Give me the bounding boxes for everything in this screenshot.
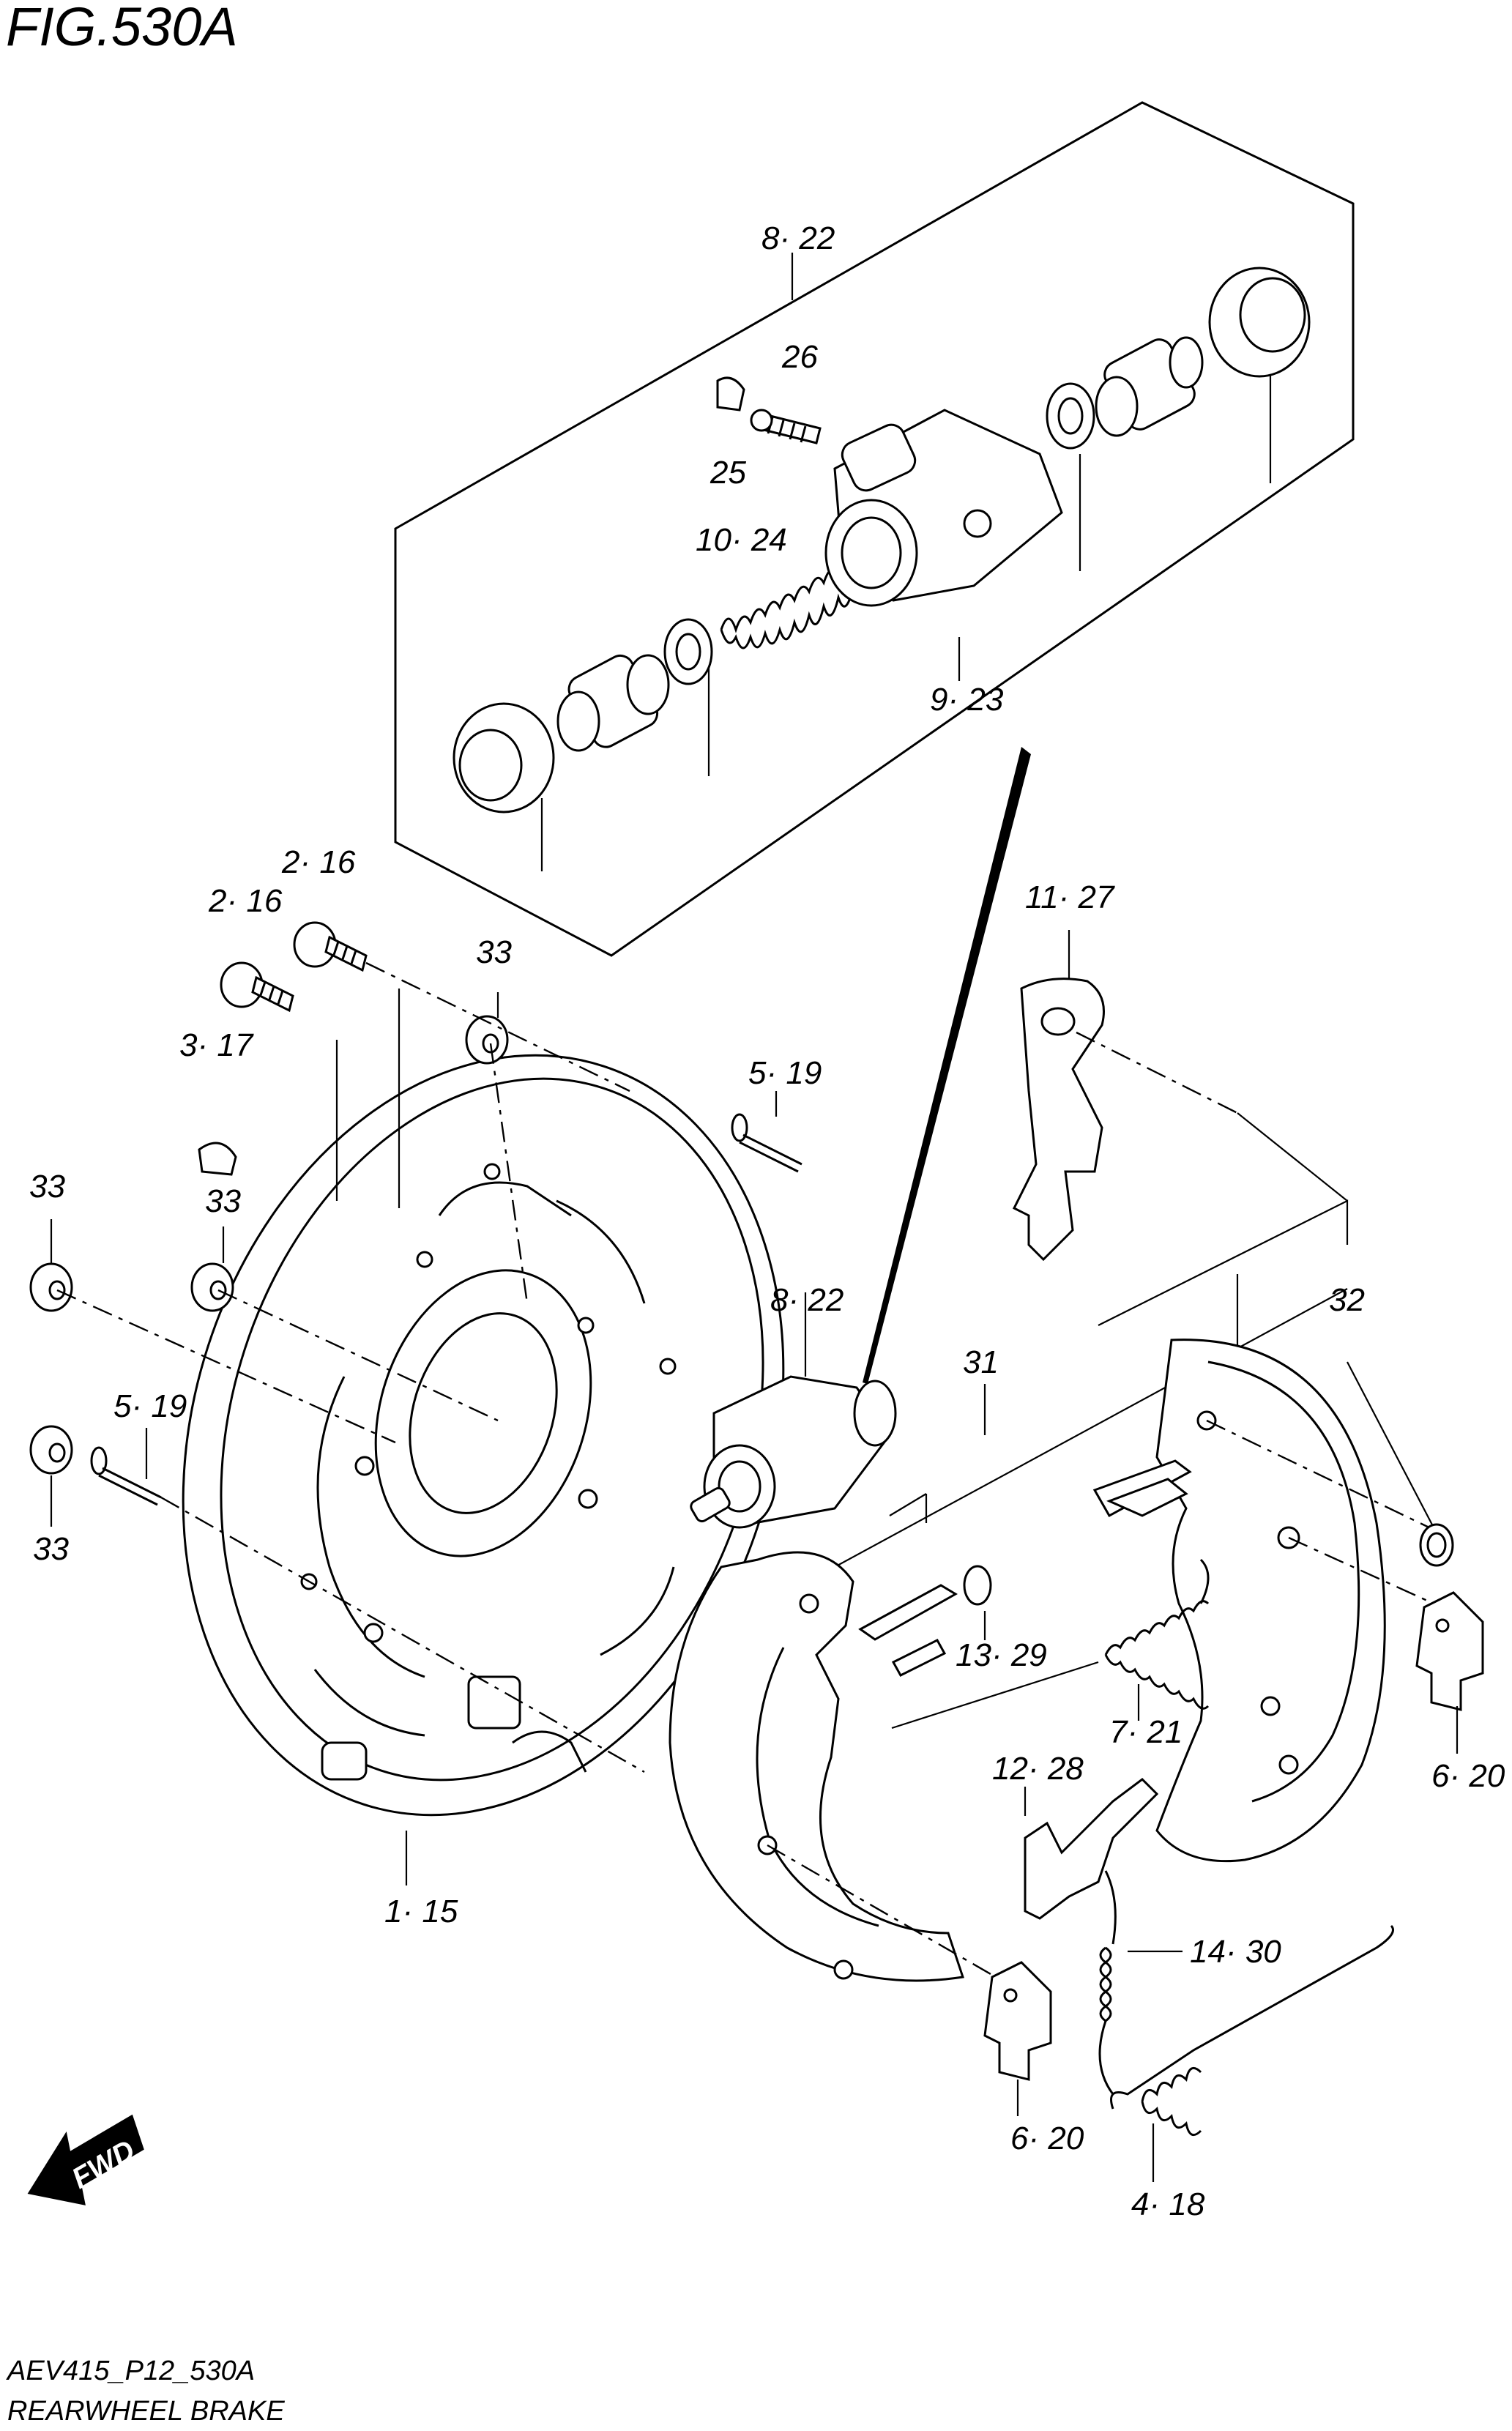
callout-14-30: 14· 30 <box>1190 1934 1281 1970</box>
footer-code: AEV415_P12_530A <box>6 2356 255 2386</box>
adjuster-assembly <box>858 1565 992 1677</box>
adjuster-lever <box>1024 1778 1159 1920</box>
bleeder-cap-small <box>198 1142 237 1176</box>
callout-4-18: 4· 18 <box>1131 2186 1205 2222</box>
callout-6-20-bottom: 6· 20 <box>1010 2121 1084 2156</box>
inset-pointer <box>863 747 1031 1384</box>
dash-lever <box>1076 1031 1238 1114</box>
nut-33-left <box>29 1262 73 1312</box>
hold-down-pin-upper <box>731 1113 802 1173</box>
shoe-return-spring <box>1110 1924 1394 2137</box>
dash-pin-lower <box>160 1496 645 1773</box>
callout-11-27: 11· 27 <box>1025 879 1115 915</box>
hold-down-spring-clip-right <box>1415 1591 1484 1711</box>
nut-33-top <box>465 1015 509 1065</box>
hold-down-spring-clip-bottom <box>983 1961 1052 2081</box>
callout-25: 25 <box>710 455 746 491</box>
parking-brake-lever <box>1012 978 1105 1262</box>
wheel-cylinder-body <box>824 409 1063 607</box>
strut-frame-left <box>889 1493 928 1523</box>
adjuster-spring <box>1104 1558 1210 1710</box>
callout-33-mid: 33 <box>205 1183 241 1219</box>
callout-33-top: 33 <box>476 934 512 970</box>
callout-5-19-left: 5· 19 <box>113 1388 187 1424</box>
fwd-arrow-icon: FWD <box>27 2114 144 2205</box>
mounting-bolt-upper <box>293 921 368 972</box>
figure-title: FIG.530A <box>6 0 238 57</box>
right-piston <box>1095 336 1204 437</box>
callout-6-20-right: 6· 20 <box>1431 1758 1505 1794</box>
adjuster-lever-spring <box>1098 1870 1117 2095</box>
callout-10-24: 10· 24 <box>696 522 787 558</box>
lever-to-frame <box>1237 1112 1348 1202</box>
left-piston <box>556 654 670 752</box>
nut-33-bottom <box>29 1425 73 1475</box>
dash-bolt-upper <box>365 961 630 1092</box>
callout-7-21: 7· 21 <box>1109 1714 1183 1750</box>
nut-32 <box>1419 1523 1454 1567</box>
mounting-bolt-lower <box>220 961 294 1013</box>
bleeder-screw <box>750 409 822 444</box>
shoe-frame-top <box>1098 1199 1349 1326</box>
brake-shoe-front <box>669 1551 964 1982</box>
wheel-cylinder-inset <box>394 101 1355 957</box>
callout-9-23: 9· 23 <box>930 682 1004 718</box>
callout-13-29: 13· 29 <box>956 1637 1047 1673</box>
callout-33-left: 33 <box>29 1169 65 1205</box>
left-dust-boot <box>453 702 555 814</box>
callout-1-15: 1· 15 <box>384 1894 458 1929</box>
footer-caption: REARWHEEL BRAKE <box>7 2396 285 2427</box>
dash-shoe-rear-upper <box>1206 1419 1436 1532</box>
leader-7-21-link <box>891 1661 1099 1730</box>
nut-33-mid <box>190 1262 234 1312</box>
callout-8-22-top: 8· 22 <box>761 220 835 256</box>
callout-26: 26 <box>781 339 818 375</box>
left-piston-cup <box>663 618 713 685</box>
callout-2-16-b: 2· 16 <box>208 883 283 919</box>
hold-down-pin-lower <box>90 1446 162 1506</box>
callout-32: 32 <box>1329 1282 1365 1318</box>
right-dust-boot <box>1208 267 1311 378</box>
callout-3-17: 3· 17 <box>179 1027 254 1063</box>
wheel-cylinder-assembled <box>690 1375 897 1529</box>
dash-shoe-front <box>767 1844 997 1978</box>
callout-33-bottom: 33 <box>33 1531 69 1567</box>
callout-2-16-a: 2· 16 <box>281 844 356 880</box>
callout-31: 31 <box>963 1344 999 1380</box>
dash-nut-top <box>489 1043 529 1304</box>
dash-nut-mid <box>217 1289 499 1422</box>
brake-shoe-rear <box>1155 1339 1386 1863</box>
dash-shoe-rear-mid <box>1288 1536 1450 1612</box>
bleeder-cap <box>716 376 745 412</box>
leader-32-nut <box>1347 1361 1436 1531</box>
inset-frame <box>394 101 1355 957</box>
adjuster-strut <box>1092 1459 1192 1518</box>
callout-5-19-top: 5· 19 <box>748 1055 822 1091</box>
right-piston-cup <box>1046 382 1095 450</box>
callout-8-22-mid: 8· 22 <box>770 1282 843 1318</box>
callout-12-28: 12· 28 <box>992 1751 1084 1787</box>
